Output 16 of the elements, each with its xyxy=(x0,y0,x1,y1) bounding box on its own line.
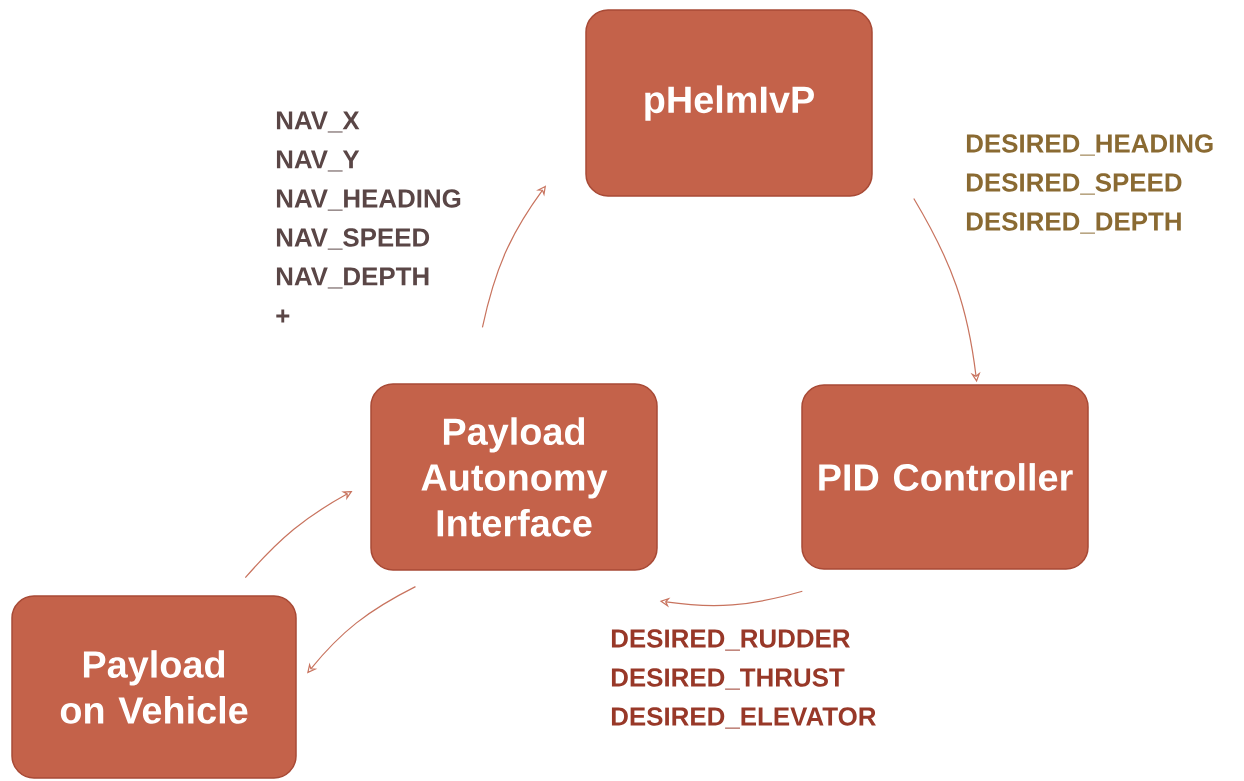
signal-name: NAV_Y xyxy=(276,150,360,172)
signal-name: NAV_X xyxy=(276,111,360,133)
signal-name: + xyxy=(276,309,290,323)
signal-name: NAV_DEPTH xyxy=(276,267,429,289)
process-box: Payload Autonomy Interface xyxy=(370,383,658,571)
signal-name: DESIRED_SPEED xyxy=(966,173,1182,195)
process-box: Payload on Vehicle xyxy=(11,595,297,779)
signal-name: NAV_HEADING xyxy=(276,189,461,211)
signal-name: DESIRED_THRUST xyxy=(611,668,845,690)
process-box: PID Controller xyxy=(801,384,1089,570)
signal-name: DESIRED_RUDDER xyxy=(611,629,850,651)
process-box: pHelmIvP xyxy=(585,9,873,197)
signal-name: NAV_SPEED xyxy=(276,228,430,250)
signal-name: DESIRED_ELEVATOR xyxy=(611,707,876,729)
signal-name: DESIRED_DEPTH xyxy=(966,212,1181,234)
signal-name: DESIRED_HEADING xyxy=(966,134,1213,156)
